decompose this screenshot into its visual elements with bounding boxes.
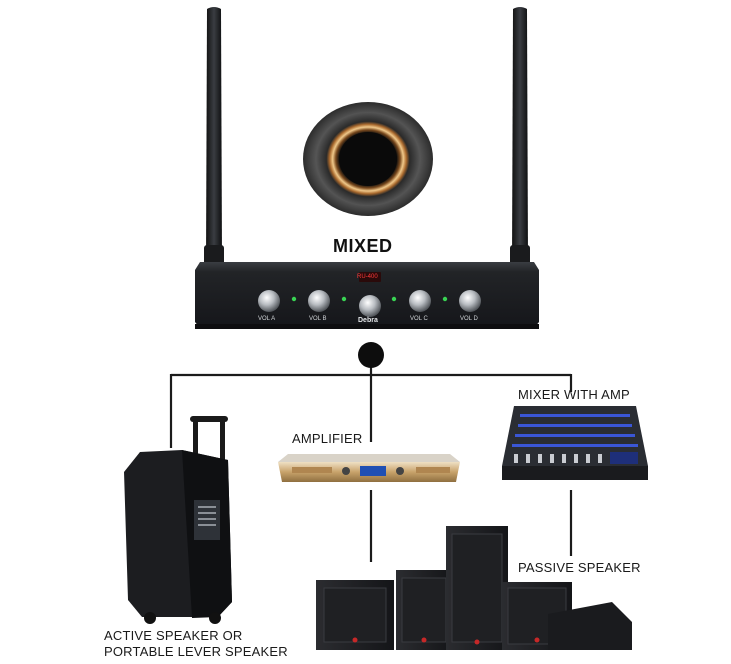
knob-vol-b	[308, 290, 330, 312]
junction-dot	[358, 342, 384, 368]
knob-main	[359, 295, 381, 317]
passive-speakers-image	[312, 522, 637, 654]
knob-label-d: VOL D	[460, 316, 478, 322]
mixer-label: MIXER WITH AMP	[518, 387, 630, 402]
mixed-label: MIXED	[333, 236, 393, 257]
knob-label-a: VOL A	[258, 316, 275, 322]
knob-vol-a	[258, 290, 280, 312]
active-speaker-label-line2: PORTABLE LEVER SPEAKER	[104, 644, 288, 659]
active-speaker-image	[120, 412, 235, 627]
receiver-brand: Debra	[358, 317, 378, 324]
receiver-model: RU-400	[357, 274, 378, 280]
amplifier-image	[276, 452, 462, 488]
knob-vol-d	[459, 290, 481, 312]
mixed-output-connector	[302, 100, 434, 218]
active-speaker-label-line1: ACTIVE SPEAKER OR	[104, 628, 243, 643]
knob-vol-c	[409, 290, 431, 312]
antenna-right	[512, 7, 528, 265]
amplifier-label: AMPLIFIER	[292, 431, 362, 446]
mixer-image	[500, 404, 650, 484]
antenna-left	[206, 7, 222, 265]
knob-label-b: VOL B	[309, 316, 326, 322]
knob-label-c: VOL C	[410, 316, 428, 322]
